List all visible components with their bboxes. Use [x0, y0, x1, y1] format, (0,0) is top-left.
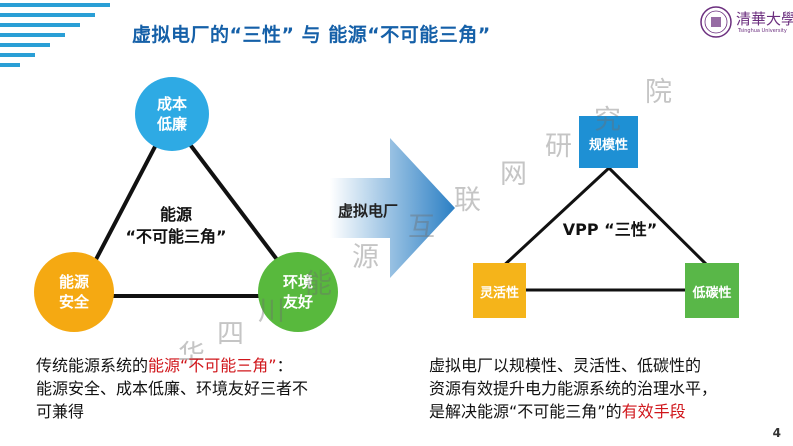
circle-cost-low-label: 成本 低廉	[156, 95, 187, 133]
page-number: 4	[772, 426, 781, 440]
page-title: 虚拟电厂的“三性” 与 能源“不可能三角”	[132, 24, 491, 46]
university-seal-icon	[700, 6, 732, 38]
circle-environment-friendly	[258, 252, 338, 332]
logo-name: 清華大學	[736, 10, 793, 28]
circle-cost-low	[135, 77, 209, 151]
box-low-carbon-label: 低碳性	[692, 286, 732, 301]
tsinghua-logo: 清華大學 Tsinghua University	[700, 6, 793, 42]
transition-arrow	[330, 138, 455, 278]
arrow-label: 虚拟电厂	[337, 202, 398, 220]
left-caption: 传统能源系统的能源“不可能三角”： 能源安全、成本低廉、环境友好三者不 可兼得	[36, 356, 309, 421]
right-triangle-edges	[497, 166, 714, 292]
circle-energy-security	[34, 252, 114, 332]
logo-subtitle: Tsinghua University	[738, 28, 787, 34]
decorative-stripes	[0, 3, 110, 67]
circle-environment-friendly-label: 环境 友好	[282, 273, 313, 311]
right-caption: 虚拟电厂以规模性、灵活性、低碳性的 资源有效提升电力能源系统的治理水平， 是解决…	[429, 356, 718, 421]
box-flexibility	[473, 263, 526, 318]
vpp-three-properties-label: VPP “三性”	[562, 220, 658, 239]
circle-energy-security-label: 能源 安全	[58, 273, 89, 311]
box-scale-label: 规模性	[588, 138, 628, 153]
box-flexibility-label: 灵活性	[479, 286, 519, 301]
impossible-triangle-label: 能源 “不可能三角”	[125, 205, 227, 246]
box-scale	[579, 116, 638, 168]
box-low-carbon	[685, 263, 739, 318]
